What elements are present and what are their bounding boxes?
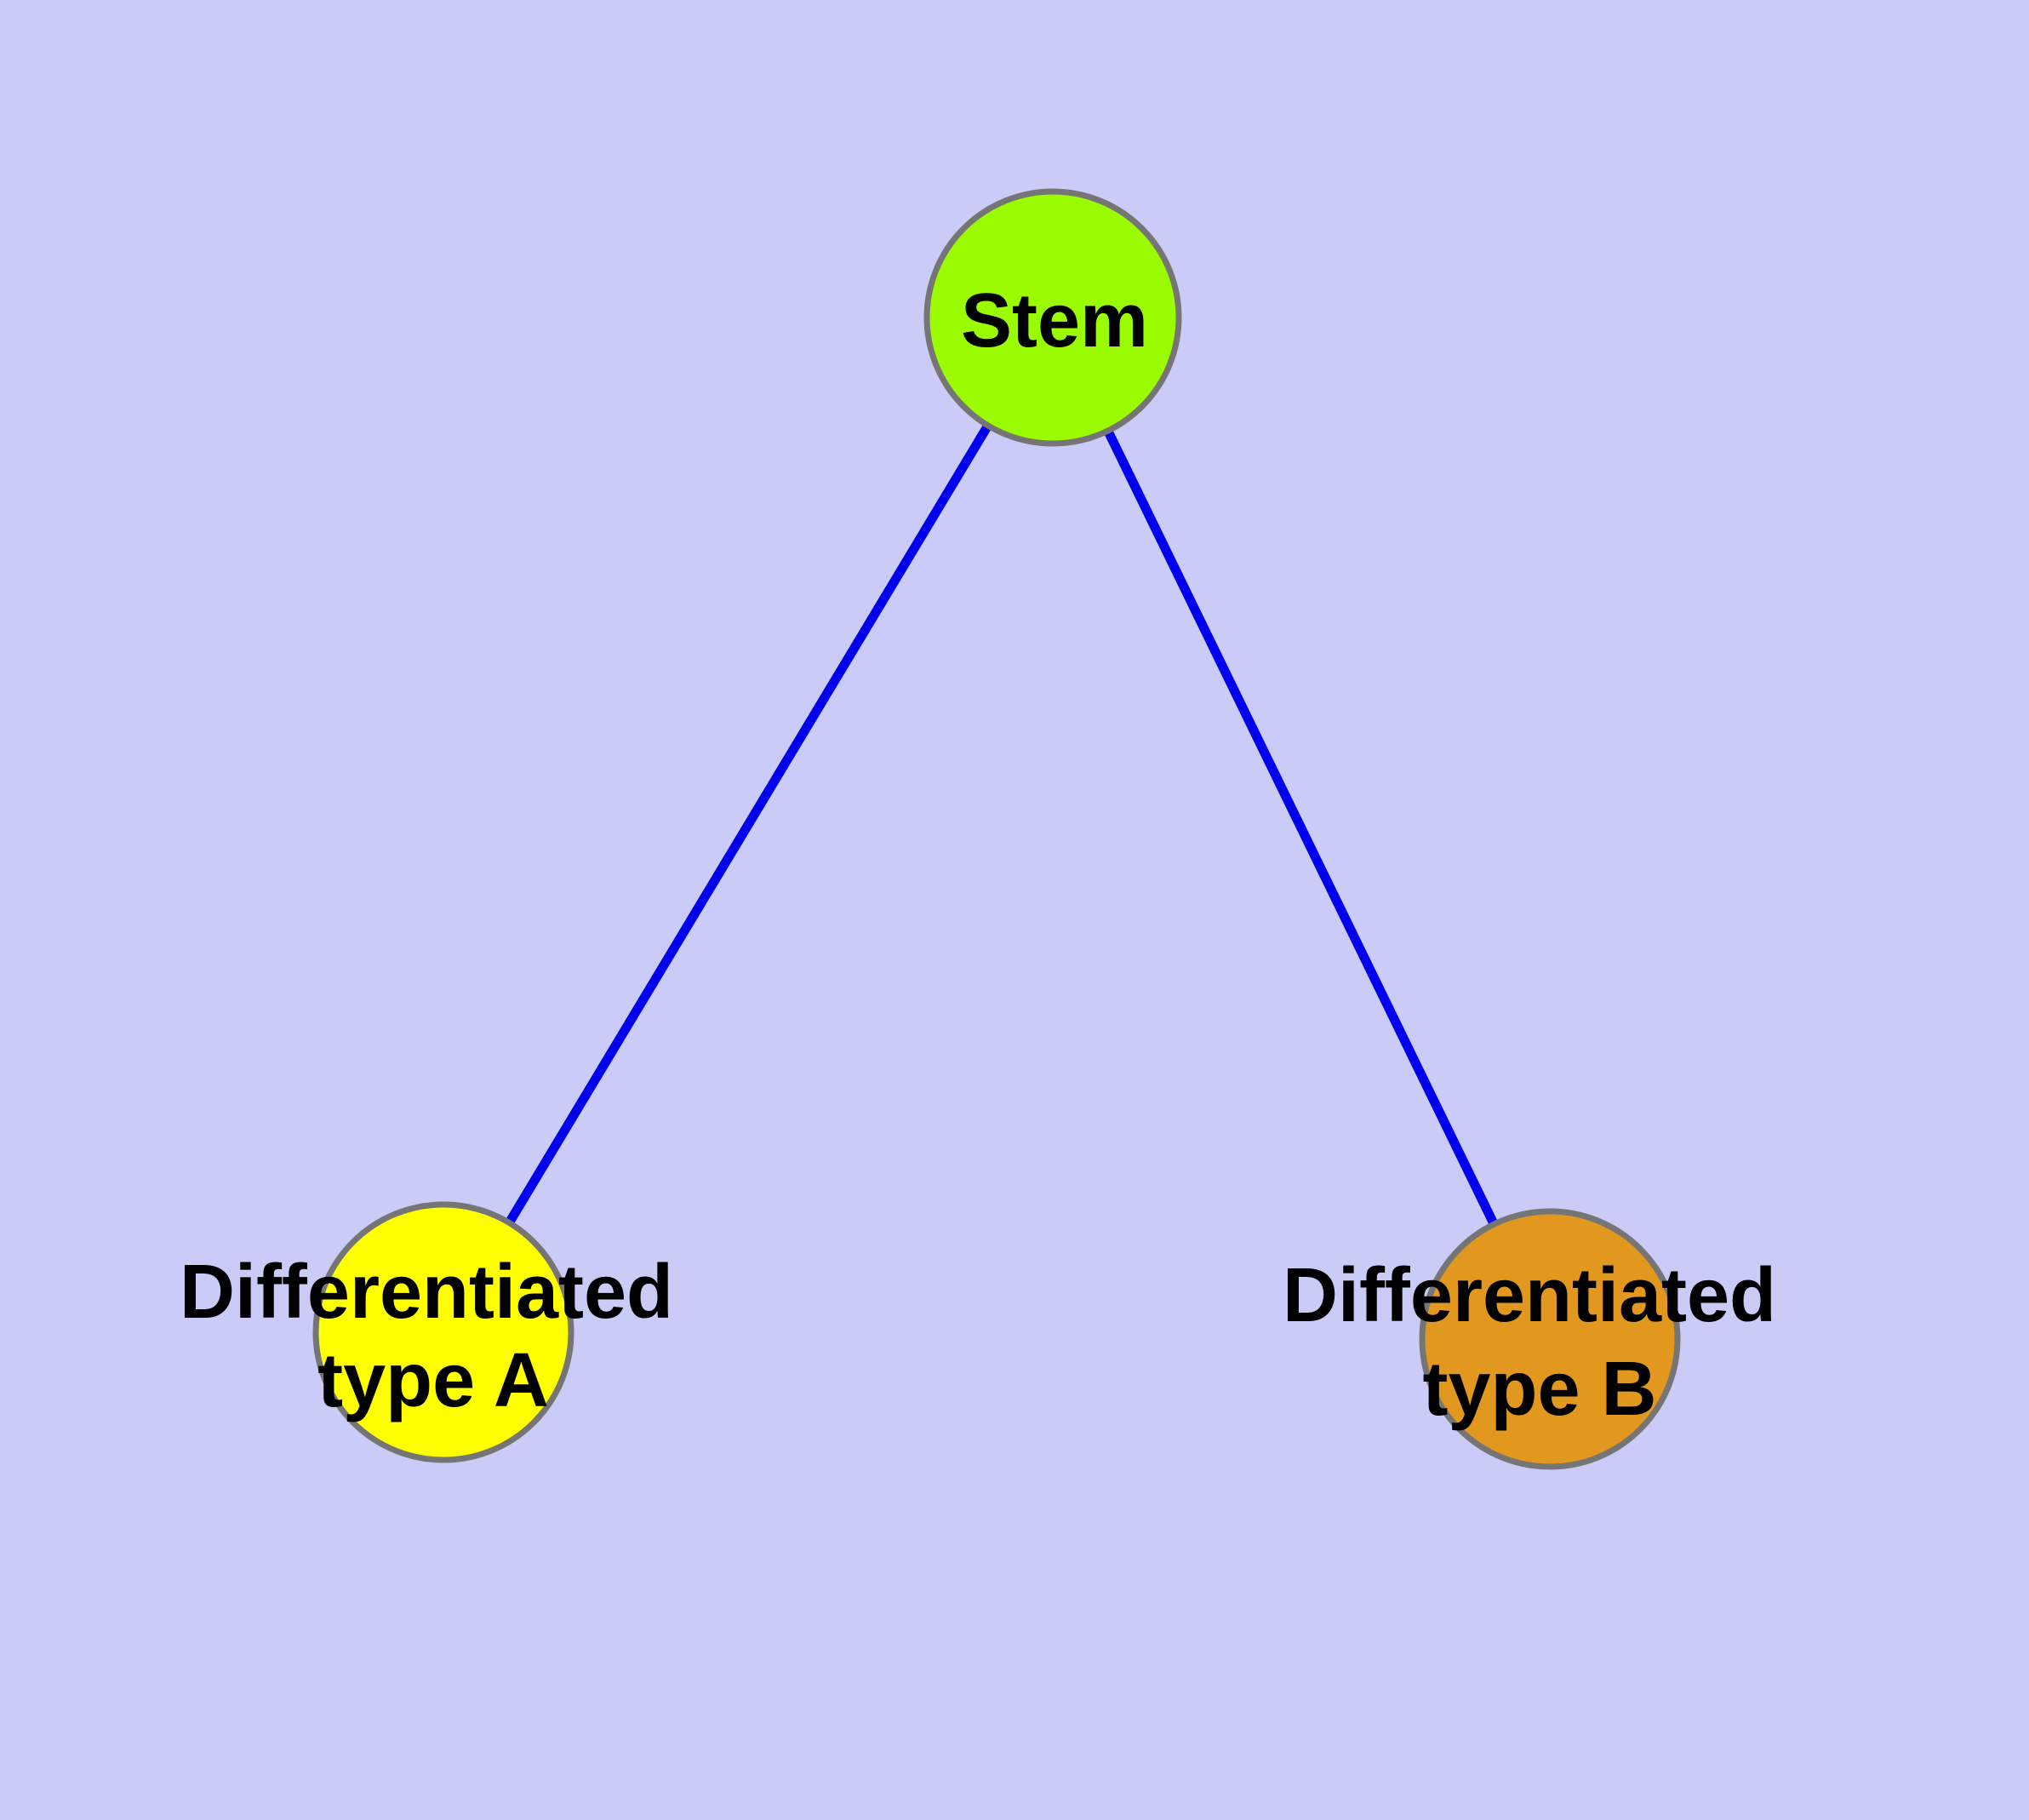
edge-stem-to-type-b — [1049, 315, 1554, 1342]
node-stem-label: Stem — [961, 278, 1148, 363]
node-type-b-label-line2: type B — [1422, 1347, 1656, 1432]
edge-stem-to-type-a — [439, 315, 1057, 1335]
node-stem — [923, 188, 1182, 447]
node-type-a-label-line1: Differentiated — [180, 1250, 673, 1335]
node-type-b — [1419, 1208, 1681, 1470]
node-type-b-label-line1: Differentiated — [1283, 1253, 1776, 1338]
node-type-a-label-line2: type A — [317, 1338, 549, 1423]
node-type-a — [312, 1201, 574, 1463]
